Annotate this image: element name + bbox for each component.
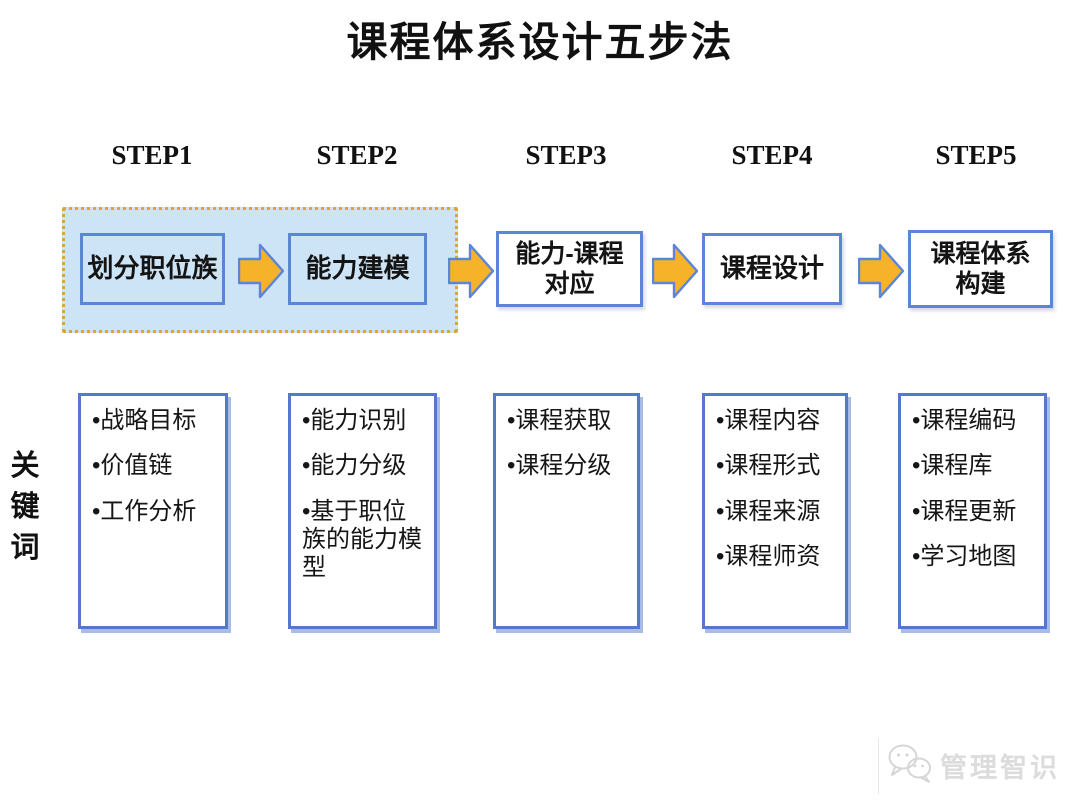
keyword-item: •课程获取 [507,407,612,434]
keyword-item: •工作分析 [92,497,197,525]
keywords-box-step3: •课程获取 •课程分级 [493,393,640,629]
keyword-item: •课程内容 [716,407,821,434]
keyword-item: •能力识别 [302,407,407,434]
watermark-text: 管理智识 [940,753,1060,783]
step4-header: STEP4 [731,140,813,170]
keyword-item: •基于职位族的能力模型 [302,497,422,582]
keyword-item: •课程编码 [912,407,1017,434]
keyword-item: •课程师资 [716,542,821,570]
arrow-right-icon [652,243,698,299]
flow-box-step1: 划分职位族 [80,233,225,305]
flow-box-step4: 课程设计 [702,233,842,305]
keywords-label: 关键词 [10,450,40,565]
keyword-item: •课程分级 [507,452,612,480]
keyword-item: •课程更新 [912,497,1017,525]
keyword-item: •课程库 [912,452,993,480]
keywords-box-step4: •课程内容 •课程形式 •课程来源 •课程师资 [702,393,848,629]
flow-box-step2: 能力建模 [288,233,427,305]
arrow-right-icon [858,243,904,299]
page-title: 课程体系设计五步法 [346,19,734,65]
arrow-right-icon [448,243,494,299]
watermark-divider [878,738,879,794]
flow-box-step3: 能力-课程 对应 [496,231,643,307]
keyword-item: •战略目标 [92,407,197,434]
keyword-item: •课程形式 [716,452,821,480]
step2-header: STEP2 [316,140,398,170]
keywords-box-step1: •战略目标 •价值链 •工作分析 [78,393,228,629]
keyword-item: •学习地图 [912,542,1017,570]
step1-header: STEP1 [111,140,193,170]
arrow-right-icon [238,243,284,299]
step5-header: STEP5 [935,140,1017,170]
keywords-box-step5: •课程编码 •课程库 •课程更新 •学习地图 [898,393,1047,629]
step3-header: STEP3 [525,140,607,170]
keywords-box-step2: •能力识别 •能力分级 •基于职位族的能力模型 [288,393,437,629]
keyword-item: •价值链 [92,452,173,480]
flow-box-step5: 课程体系 构建 [908,230,1053,308]
keyword-item: •能力分级 [302,452,407,480]
wechat-icon [888,744,931,783]
keyword-item: •课程来源 [716,497,821,525]
